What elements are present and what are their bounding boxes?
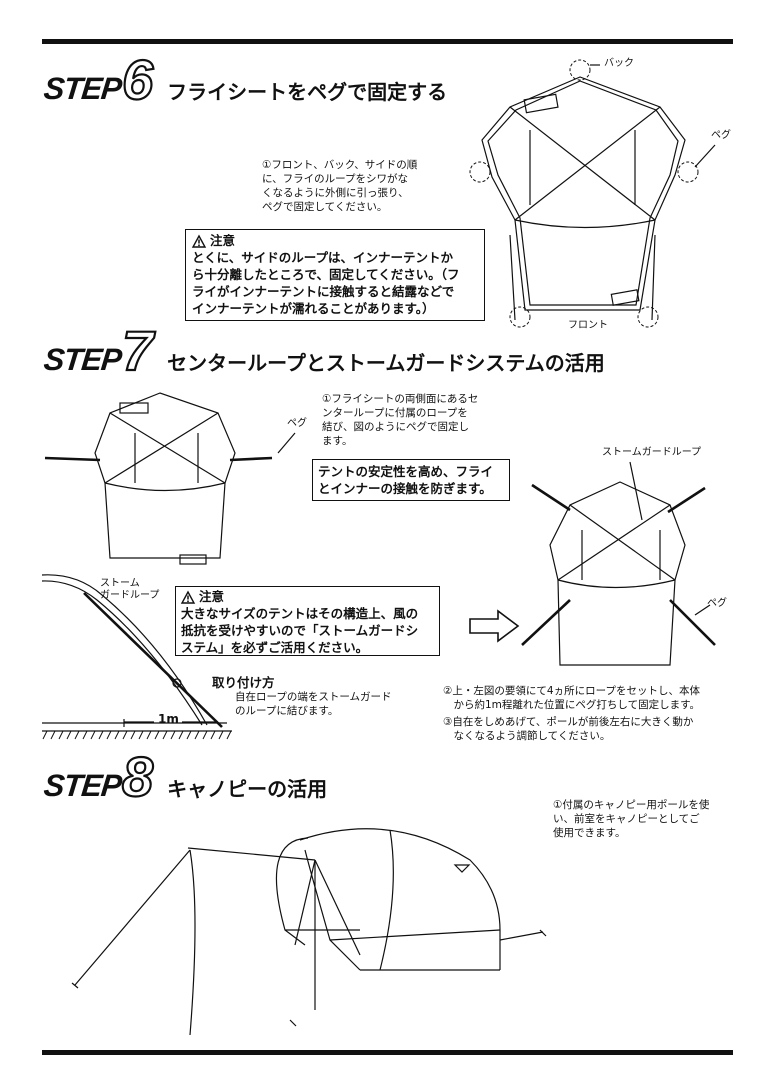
step6-caution-header: 注意 xyxy=(191,233,478,249)
top-rule xyxy=(42,39,733,44)
step7-word: STEP xyxy=(42,341,123,377)
step6-heading: STEP 6 フライシートをペグで固定する xyxy=(42,48,448,111)
step7-label-storm-loop: ストームガードループ xyxy=(602,447,702,458)
step7-caution-body: 大きなサイズのテントはその構造上、風の 抵抗を受けやすいので「ストームガードシ … xyxy=(181,606,419,655)
bottom-rule xyxy=(42,1050,733,1055)
step7-instruction: ①フライシートの両側面にあるセ ンターループに付属のロープを 結び、図のようにペ… xyxy=(322,393,479,447)
step6-caution-body: とくに、サイドのループは、インナーテントか ら十分離したところで、固定してくださ… xyxy=(192,250,460,316)
step6-number: 6 xyxy=(121,48,154,111)
step7-storm-guard-diagram xyxy=(41,574,232,740)
right-arrow-icon xyxy=(469,609,520,643)
warning-icon xyxy=(191,234,207,248)
step8-title: キャノピーの活用 xyxy=(167,776,328,801)
step7-label-peg-left: ペグ xyxy=(287,418,307,429)
step7-caution-title: 注意 xyxy=(199,589,225,604)
step8-canopy-diagram xyxy=(71,828,547,1036)
step7-note2: ②上・左図の要領にて4ヵ所にロープをセットし、本体 から約1m程離れた位置にペグ… xyxy=(443,685,701,711)
step8-number: 8 xyxy=(121,745,154,808)
step6-label-back: バック xyxy=(604,58,634,69)
step6-label-peg: ペグ xyxy=(711,130,731,141)
step6-instruction: ①フロント、バック、サイドの順 に、フライのループをシワがな くなるように外側に… xyxy=(262,159,418,213)
step6-title: フライシートをペグで固定する xyxy=(167,79,448,104)
warning-icon xyxy=(180,590,196,604)
step7-label-storm-loop-side: ストーム ガードループ xyxy=(100,578,160,601)
step7-caution-header: 注意 xyxy=(180,589,434,605)
step7-attach-title: 取り付け方 xyxy=(212,675,275,690)
step7-tent-diagram-left xyxy=(44,392,296,565)
step7-number: 7 xyxy=(121,319,154,382)
step7-tent-diagram-right xyxy=(521,461,716,666)
step8-instruction: ①付属のキャノピー用ポールを使 い、前室をキャノピーとしてご 使用できます。 xyxy=(553,799,710,839)
step7-heading: STEP 7 センターループとストームガードシステムの活用 xyxy=(42,319,605,382)
step8-heading: STEP 8 キャノピーの活用 xyxy=(42,745,328,808)
step7-stability-box: テントの安定性を高め、フライ とインナーの接触を防ぎます。 xyxy=(312,459,510,501)
step6-word: STEP xyxy=(42,70,123,106)
step7-caution-box: 注意 大きなサイズのテントはその構造上、風の 抵抗を受けやすいので「ストームガー… xyxy=(175,586,440,656)
step6-tent-diagram xyxy=(469,59,716,328)
step6-caution-box: 注意 とくに、サイドのループは、インナーテントか ら十分離したところで、固定して… xyxy=(185,229,485,321)
step7-dimension: 1m xyxy=(158,712,179,726)
step7-title: センターループとストームガードシステムの活用 xyxy=(167,350,605,375)
step7-note3: ③自在をしめあげて、ポールが前後左右に大きく動か なくなるよう調節してください。 xyxy=(443,716,694,742)
step7-stability-text: テントの安定性を高め、フライ とインナーの接触を防ぎます。 xyxy=(318,464,494,496)
step7-label-peg-right: ペグ xyxy=(707,598,727,609)
step8-word: STEP xyxy=(42,767,123,803)
step7-attach-body: 自在ロープの端をストームガード のループに結びます。 xyxy=(235,691,392,717)
step6-label-front: フロント xyxy=(568,320,608,331)
step6-caution-title: 注意 xyxy=(210,233,236,248)
